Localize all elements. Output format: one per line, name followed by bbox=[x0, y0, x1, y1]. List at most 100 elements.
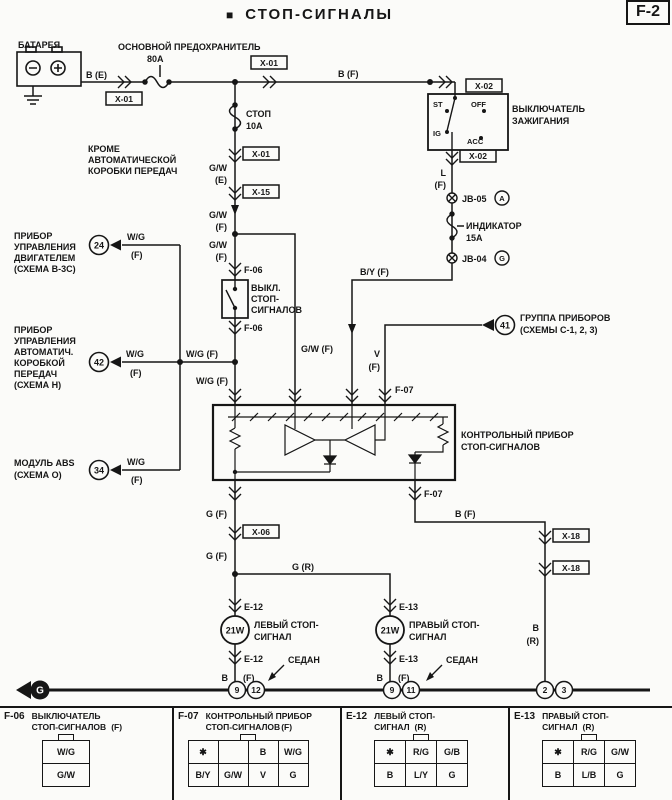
pin-cell: G/B bbox=[436, 740, 468, 765]
page-ref-badge: F-2 bbox=[626, 0, 670, 25]
wire-label-l-1: L bbox=[441, 168, 447, 178]
connector-tab-icon bbox=[58, 734, 74, 741]
stop-fuse-rating: 10A bbox=[246, 121, 263, 131]
inline-connector-symbols bbox=[117, 75, 552, 665]
engine-module-label-3: ДВИГАТЕЛЕМ bbox=[14, 253, 75, 263]
connector-x02-a: X-02 bbox=[475, 81, 493, 91]
connector-x18-b: X-18 bbox=[562, 563, 580, 573]
pin-cell: B bbox=[542, 763, 574, 788]
abs-module-pin bbox=[88, 459, 121, 481]
wire-label-b-mid-2: (F) bbox=[398, 673, 410, 683]
junction-block-symbols bbox=[446, 190, 510, 266]
right-lamp-symbol bbox=[375, 615, 405, 645]
connector-e13-top: E-13 bbox=[399, 602, 418, 612]
connector-x01-c: X-01 bbox=[252, 149, 270, 159]
abs-module-label-1: МОДУЛЬ ABS bbox=[14, 458, 74, 468]
pin-cell: R/G bbox=[405, 740, 437, 765]
wire-label-wg34-1: W/G bbox=[127, 457, 145, 467]
note-except-at-2: АВТОМАТИЧЕСКОЙ bbox=[88, 154, 176, 165]
ground-pin-circles bbox=[227, 680, 574, 700]
wire-label-gf-1: G (F) bbox=[206, 509, 227, 519]
wire-label-gwe-2: (E) bbox=[215, 175, 227, 185]
control-unit-label-2: СТОП-СИГНАЛОВ bbox=[461, 442, 541, 452]
pin-cell: G/W bbox=[42, 763, 90, 788]
connector-tab-icon bbox=[413, 734, 429, 741]
connector-x01-b: X-01 bbox=[260, 58, 278, 68]
sedan-arrow-right-icon bbox=[426, 664, 443, 681]
jb05-ref-circle: A bbox=[499, 194, 505, 203]
at-module-label-6: (СХЕМА Н) bbox=[14, 380, 61, 390]
connector-f06-bottom: F-06 bbox=[244, 323, 263, 333]
wire-label-gwf-branch: G/W (F) bbox=[301, 344, 333, 354]
wire-label-wg24-2: (F) bbox=[131, 250, 143, 260]
ground-pin: 2 bbox=[543, 685, 548, 695]
pin-cell: ✱ bbox=[542, 740, 574, 765]
wire-label-gwf1-1: G/W bbox=[209, 210, 228, 220]
pinout-id-e12: E-12 bbox=[346, 711, 368, 722]
flow-arrows bbox=[231, 205, 356, 334]
wire-label-wg34-2: (F) bbox=[131, 475, 143, 485]
pin-cell: R/G bbox=[573, 740, 605, 765]
connector-face-f07: ✱ B W/G B/Y G/W V G bbox=[184, 734, 312, 788]
pinout-name-e13-1: ПРАВЫЙ СТОП- bbox=[542, 711, 609, 721]
pin-cell: G bbox=[436, 763, 468, 788]
page-title-text: СТОП-СИГНАЛЫ bbox=[245, 6, 394, 23]
wire-label-by: B/Y (F) bbox=[360, 267, 389, 277]
control-unit-box bbox=[211, 403, 457, 482]
connector-tab-icon bbox=[581, 734, 597, 741]
ground-pin: 3 bbox=[562, 685, 567, 695]
stop-switch-symbol bbox=[221, 279, 249, 319]
engine-module-arrow-icon bbox=[110, 239, 121, 251]
pin-cell: B bbox=[247, 740, 279, 765]
connector-face-e13: ✱ R/G G/W B L/B G bbox=[538, 734, 640, 788]
ground-symbol-letter: G bbox=[36, 686, 44, 697]
right-lamp-power: 21W bbox=[381, 626, 400, 636]
left-lamp-label-1: ЛЕВЫЙ СТОП- bbox=[254, 619, 319, 630]
pin-cell: G bbox=[277, 763, 309, 788]
ground-pin: 9 bbox=[390, 685, 395, 695]
pinout-name-f07-2: СТОП-СИГНАЛОВ bbox=[205, 722, 281, 733]
ignition-label-2: ЗАЖИГАНИЯ bbox=[512, 116, 569, 126]
wire-label-gwf2-2: (F) bbox=[216, 252, 228, 262]
wire-label-bf-right: B (F) bbox=[455, 509, 476, 519]
at-module-label-5: ПЕРЕДАЧ bbox=[14, 369, 57, 379]
sedan-arrow-left-icon bbox=[268, 664, 285, 681]
ignition-label-1: ВЫКЛЮЧАТЕЛЬ bbox=[512, 104, 585, 114]
pinout-suffix-f06: (F) bbox=[111, 722, 123, 733]
wire-label-b-mid-1: B bbox=[377, 673, 384, 683]
stop-fuse-label: СТОП bbox=[246, 109, 271, 119]
pinout-name-e13-2: СИГНАЛ bbox=[542, 722, 578, 733]
wire-label-be: B (E) bbox=[86, 70, 107, 80]
pin-cell: L/B bbox=[573, 763, 605, 788]
right-lamp-label-2: СИГНАЛ bbox=[409, 632, 447, 642]
pin-cell: B bbox=[374, 763, 406, 788]
ignition-pos-st: ST bbox=[433, 100, 443, 109]
connector-x01-a: X-01 bbox=[115, 94, 133, 104]
pinout-suffix-f07: (F) bbox=[281, 722, 293, 733]
pinout-tables: F-06 ВЫКЛЮЧАТЕЛЬ СТОП-СИГНАЛОВ(F) W/G G/… bbox=[0, 706, 672, 800]
sedan-note-right: СЕДАН bbox=[446, 655, 478, 665]
abs-module-pin-number: 34 bbox=[94, 466, 104, 476]
connector-f07-bottom: F-07 bbox=[424, 489, 443, 499]
wire-label-bf-top: B (F) bbox=[338, 69, 359, 79]
wire-label-b-left-1: B bbox=[222, 673, 229, 683]
pin-cell: ✱ bbox=[187, 740, 219, 765]
cluster-label-1: ГРУППА ПРИБОРОВ bbox=[520, 313, 611, 323]
abs-module-arrow-icon bbox=[110, 464, 121, 476]
connector-tab-icon bbox=[240, 734, 256, 741]
note-except-at-3: КОРОБКИ ПЕРЕДАЧ bbox=[88, 166, 177, 176]
connector-label-boxes bbox=[105, 55, 590, 575]
wire-label-wg24-1: W/G bbox=[127, 232, 145, 242]
pinout-name-f06-1: ВЫКЛЮЧАТЕЛЬ bbox=[31, 711, 101, 721]
left-lamp-power: 21W bbox=[226, 626, 245, 636]
connector-e12-top: E-12 bbox=[244, 602, 263, 612]
pin-cell: L/Y bbox=[405, 763, 437, 788]
indicator-fuse-rating: 15A bbox=[466, 233, 483, 243]
at-module-label-3: АВТОМАТИЧ. bbox=[14, 347, 73, 357]
junction-dots bbox=[177, 79, 433, 577]
ignition-pos-acc: ACC bbox=[467, 137, 484, 146]
engine-module-pin bbox=[88, 234, 121, 256]
cluster-pin bbox=[482, 314, 516, 336]
connector-f07-top: F-07 bbox=[395, 385, 414, 395]
